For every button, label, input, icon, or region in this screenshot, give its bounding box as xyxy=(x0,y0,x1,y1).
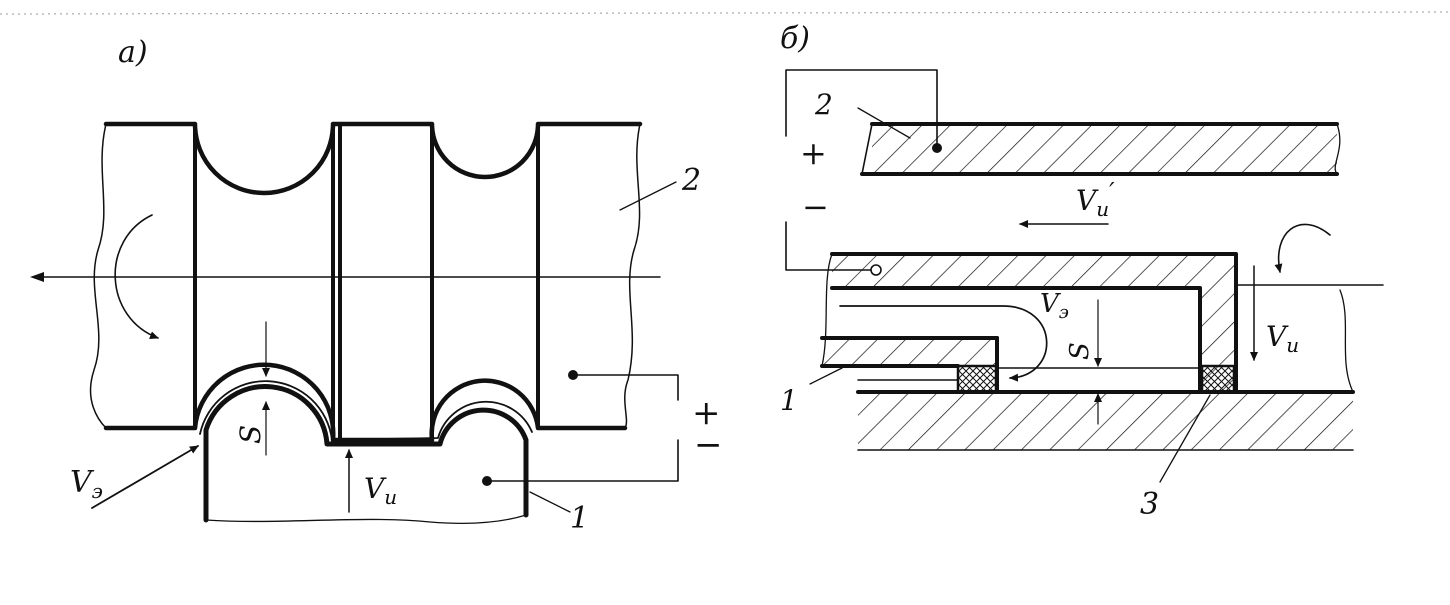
panel-a-ve-label: V xyxy=(70,465,95,500)
panel-b-gap-label: S xyxy=(1065,342,1095,360)
panel-b-workpiece-label: 1 xyxy=(780,384,798,417)
panel-b-vu-label: V xyxy=(1266,320,1289,353)
panel-b-vu-prime-label: V xyxy=(1076,184,1099,217)
rotation-arrow-icon xyxy=(114,214,159,339)
panel-a-tool-electrode xyxy=(89,121,643,443)
panel-a-workpiece-label: 1 xyxy=(570,501,589,536)
svg-text:Vэ: Vэ xyxy=(70,465,103,503)
svg-text:Vи′: Vи′ xyxy=(1076,178,1115,221)
panel-b-seal-right xyxy=(1200,364,1236,394)
panel-b-circuit xyxy=(785,69,942,276)
panel-b-tool-label: 2 xyxy=(814,88,833,121)
panel-a-electrolyte-flow-arrow xyxy=(91,445,199,509)
panel-b-tag: б) xyxy=(780,21,810,56)
panel-a-ve-sub: э xyxy=(92,479,103,503)
panel-b-rotation-arrow-icon xyxy=(1274,223,1331,273)
panel-b-electrolyte-flow-arrow xyxy=(839,305,1048,382)
panel-b-vu-prime-mark: ′ xyxy=(1109,178,1115,206)
panel-a-tool-label: 2 xyxy=(681,163,701,198)
panel-a: а) S Vэ xyxy=(30,35,723,536)
panel-a-tag: а) xyxy=(118,35,148,70)
svg-text:Vэ: Vэ xyxy=(1040,289,1069,323)
panel-a-gap-label: S xyxy=(234,425,267,444)
svg-text:Vи: Vи xyxy=(364,472,397,509)
panel-b-minus: − xyxy=(802,188,829,226)
panel-b-upper-wall xyxy=(860,122,1339,176)
panel-a-minus: − xyxy=(694,425,723,465)
svg-text:Vи: Vи xyxy=(1266,320,1299,357)
panel-b: б) xyxy=(780,21,1384,522)
panel-b-inner-tube xyxy=(820,252,1238,394)
panel-b-ve-sub: э xyxy=(1059,302,1069,323)
panel-a-vu-sub: и xyxy=(384,485,397,509)
panel-a-vu-label: V xyxy=(364,472,387,505)
panel-a-axis-arrow xyxy=(30,272,44,282)
panel-b-plus: + xyxy=(800,134,827,172)
panel-b-seal-label: 3 xyxy=(1140,487,1159,522)
panel-b-seal-left xyxy=(956,364,998,394)
top-margin-line xyxy=(0,11,1450,15)
panel-a-plus: + xyxy=(692,393,721,433)
panel-b-vu-prime-sub: и xyxy=(1096,197,1109,221)
panel-b-vu-sub: и xyxy=(1286,333,1299,357)
panel-a-workpiece xyxy=(199,380,533,524)
panel-b-lower-wall xyxy=(856,390,1355,451)
panel-a-circuit xyxy=(482,370,679,486)
panel-b-ve-label: V xyxy=(1040,289,1061,319)
